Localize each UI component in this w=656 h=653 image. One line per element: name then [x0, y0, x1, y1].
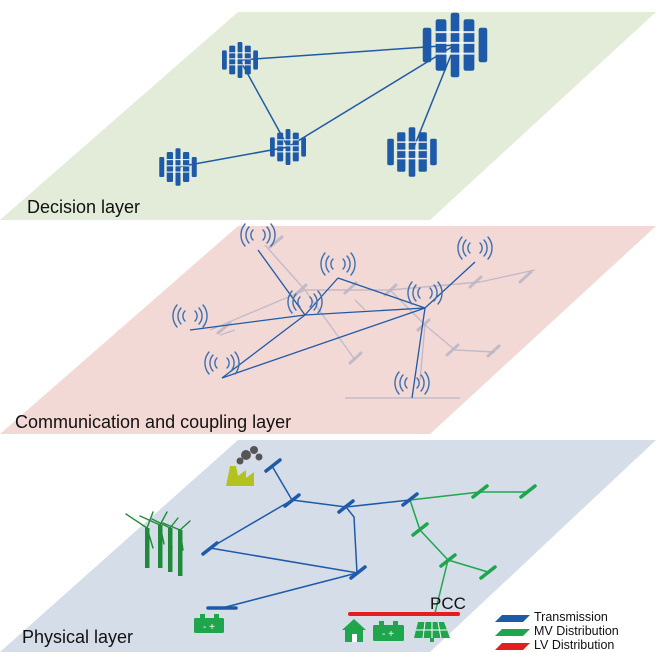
wind-turbine-icon — [125, 511, 191, 576]
coupling-shadow-ticks — [216, 235, 533, 365]
decision-layer-label: Decision layer — [27, 197, 141, 217]
legend-swatch-lv-distribution — [495, 643, 530, 650]
solar-panel-icon — [414, 621, 450, 642]
physical-plane — [0, 440, 656, 652]
battery-icon: - + — [373, 621, 404, 641]
communication-layer-label: Communication and coupling layer — [15, 412, 292, 432]
transmission-bus-ticks — [201, 458, 419, 610]
decision-plane — [0, 12, 656, 220]
legend-swatch-transmission — [495, 615, 530, 622]
mv-distribution-lines — [409, 491, 528, 614]
communication-links — [189, 249, 476, 399]
svg-text:- +: - + — [203, 622, 215, 633]
legend-label-lv-distribution: LV Distribution — [534, 638, 615, 652]
decision-links — [177, 44, 456, 168]
legend-swatch-mv-distribution — [495, 629, 530, 636]
physical-layer: - + - + — [0, 440, 656, 652]
communication-plane — [0, 226, 656, 434]
power-plant-icon — [226, 446, 263, 486]
battery-icon: - + — [194, 614, 224, 633]
physical-layer-label: Physical layer — [22, 627, 134, 647]
legend-label-mv-distribution: MV Distribution — [534, 624, 619, 638]
house-icon — [342, 619, 366, 642]
decision-layer — [0, 11, 656, 220]
pcc-label: PCC — [430, 594, 466, 613]
communication-layer — [0, 223, 656, 434]
legend-label-transmission: Transmission — [534, 610, 608, 624]
mv-bus-ticks — [411, 484, 537, 580]
transmission-lines — [209, 465, 411, 609]
legend — [495, 615, 530, 650]
svg-text:- +: - + — [382, 629, 394, 640]
